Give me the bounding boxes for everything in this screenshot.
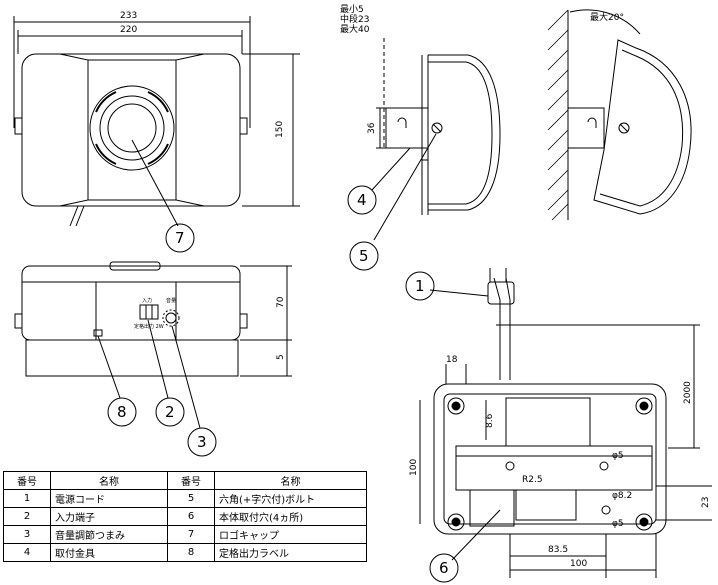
- side-angle-mid: 中段23: [340, 13, 369, 25]
- callout-5: 5: [359, 247, 369, 265]
- side-angle-max: 最大40: [340, 23, 370, 35]
- table-row: 3 音量調節つまみ 7 ロゴキャップ: [3, 525, 367, 544]
- callout-circle-6: [429, 553, 459, 583]
- header-name-left: 名称: [50, 471, 168, 490]
- part-name: 定格出力ラベル: [214, 543, 367, 562]
- jack-spec: 定格出力 2W: [134, 323, 164, 330]
- part-name: 本体取付穴(4ヵ所): [214, 507, 367, 526]
- part-name: ロゴキャップ: [214, 525, 367, 544]
- dim-83-5: 83.5: [548, 545, 568, 555]
- wall-max-angle: 最大20°: [590, 11, 624, 23]
- part-name: 電源コード: [50, 489, 168, 508]
- part-number: 6: [167, 507, 215, 526]
- table-row: 2 入力端子 6 本体取付穴(4ヵ所): [3, 507, 367, 526]
- front-view: [13, 16, 300, 227]
- callout-circle-5: [349, 241, 379, 271]
- side-angle-min: 最小5: [340, 4, 364, 15]
- jack-label-input: 入力: [142, 297, 152, 304]
- dim-100: 100: [570, 559, 587, 569]
- callout-circle-4: [347, 185, 377, 215]
- part-number: 4: [3, 543, 51, 562]
- dim-side-bracket: 36: [367, 122, 377, 134]
- part-name: 音量調節つまみ: [50, 525, 168, 544]
- callout-7: 7: [175, 229, 185, 247]
- callout-circle-2: [155, 397, 185, 427]
- callout-circle-7: [165, 223, 195, 253]
- part-name: 入力端子: [50, 507, 168, 526]
- mounting-view: [419, 268, 712, 578]
- callout-1: 1: [415, 277, 425, 295]
- dim-mount-height: 100: [409, 459, 419, 476]
- part-number: 1: [3, 489, 51, 508]
- dim-front-height: 150: [275, 121, 285, 138]
- dim-23: 23: [701, 497, 711, 508]
- callout-circle-8: [107, 397, 137, 427]
- part-number: 5: [167, 489, 215, 508]
- part-number: 7: [167, 525, 215, 544]
- side-view: [371, 38, 501, 241]
- part-name: 六角(+字穴付)ボルト: [214, 489, 367, 508]
- dim-hole-top: φ5: [612, 451, 624, 461]
- dim-radius: R2.5: [522, 475, 543, 485]
- header-number-right: 番号: [167, 471, 215, 490]
- wall-view: [547, 9, 692, 221]
- dim-offset: 18: [446, 355, 458, 365]
- parts-table: 番号 名称 番号 名称 1 電源コード 5 六角(+字穴付)ボルト 2 入力端子…: [3, 471, 367, 562]
- callout-circle-3: [187, 427, 217, 457]
- part-name: 取付金具: [50, 543, 168, 562]
- table-row: 1 電源コード 5 六角(+字穴付)ボルト: [3, 489, 367, 508]
- parts-table-header: 番号 名称 番号 名称: [3, 471, 367, 490]
- callout-circle-1: [405, 271, 435, 301]
- jack-label-volume: 音量: [166, 297, 176, 304]
- dim-hole-bottom: φ5: [612, 519, 624, 529]
- dim-bottom-depth: 70: [276, 296, 286, 308]
- part-number: 3: [3, 525, 51, 544]
- callout-4: 4: [357, 191, 367, 209]
- dim-bottom-foot: 5: [276, 354, 286, 360]
- header-number-left: 番号: [3, 471, 51, 490]
- callout-8: 8: [117, 403, 127, 421]
- dim-front-width-overall: 233: [120, 11, 137, 21]
- dim-cord-length: 2000: [683, 381, 693, 404]
- part-number: 8: [167, 543, 215, 562]
- dim-hole-pitch: 8.6: [485, 413, 495, 428]
- table-row: 4 取付金具 8 定格出力ラベル: [3, 543, 367, 562]
- dim-front-width-body: 220: [120, 25, 137, 35]
- bottom-view: [14, 261, 292, 429]
- part-number: 2: [3, 507, 51, 526]
- callout-3: 3: [197, 433, 207, 451]
- header-name-right: 名称: [214, 471, 367, 490]
- dim-hole-mid: φ8.2: [612, 491, 632, 501]
- callout-6: 6: [439, 559, 449, 577]
- callout-2: 2: [165, 403, 175, 421]
